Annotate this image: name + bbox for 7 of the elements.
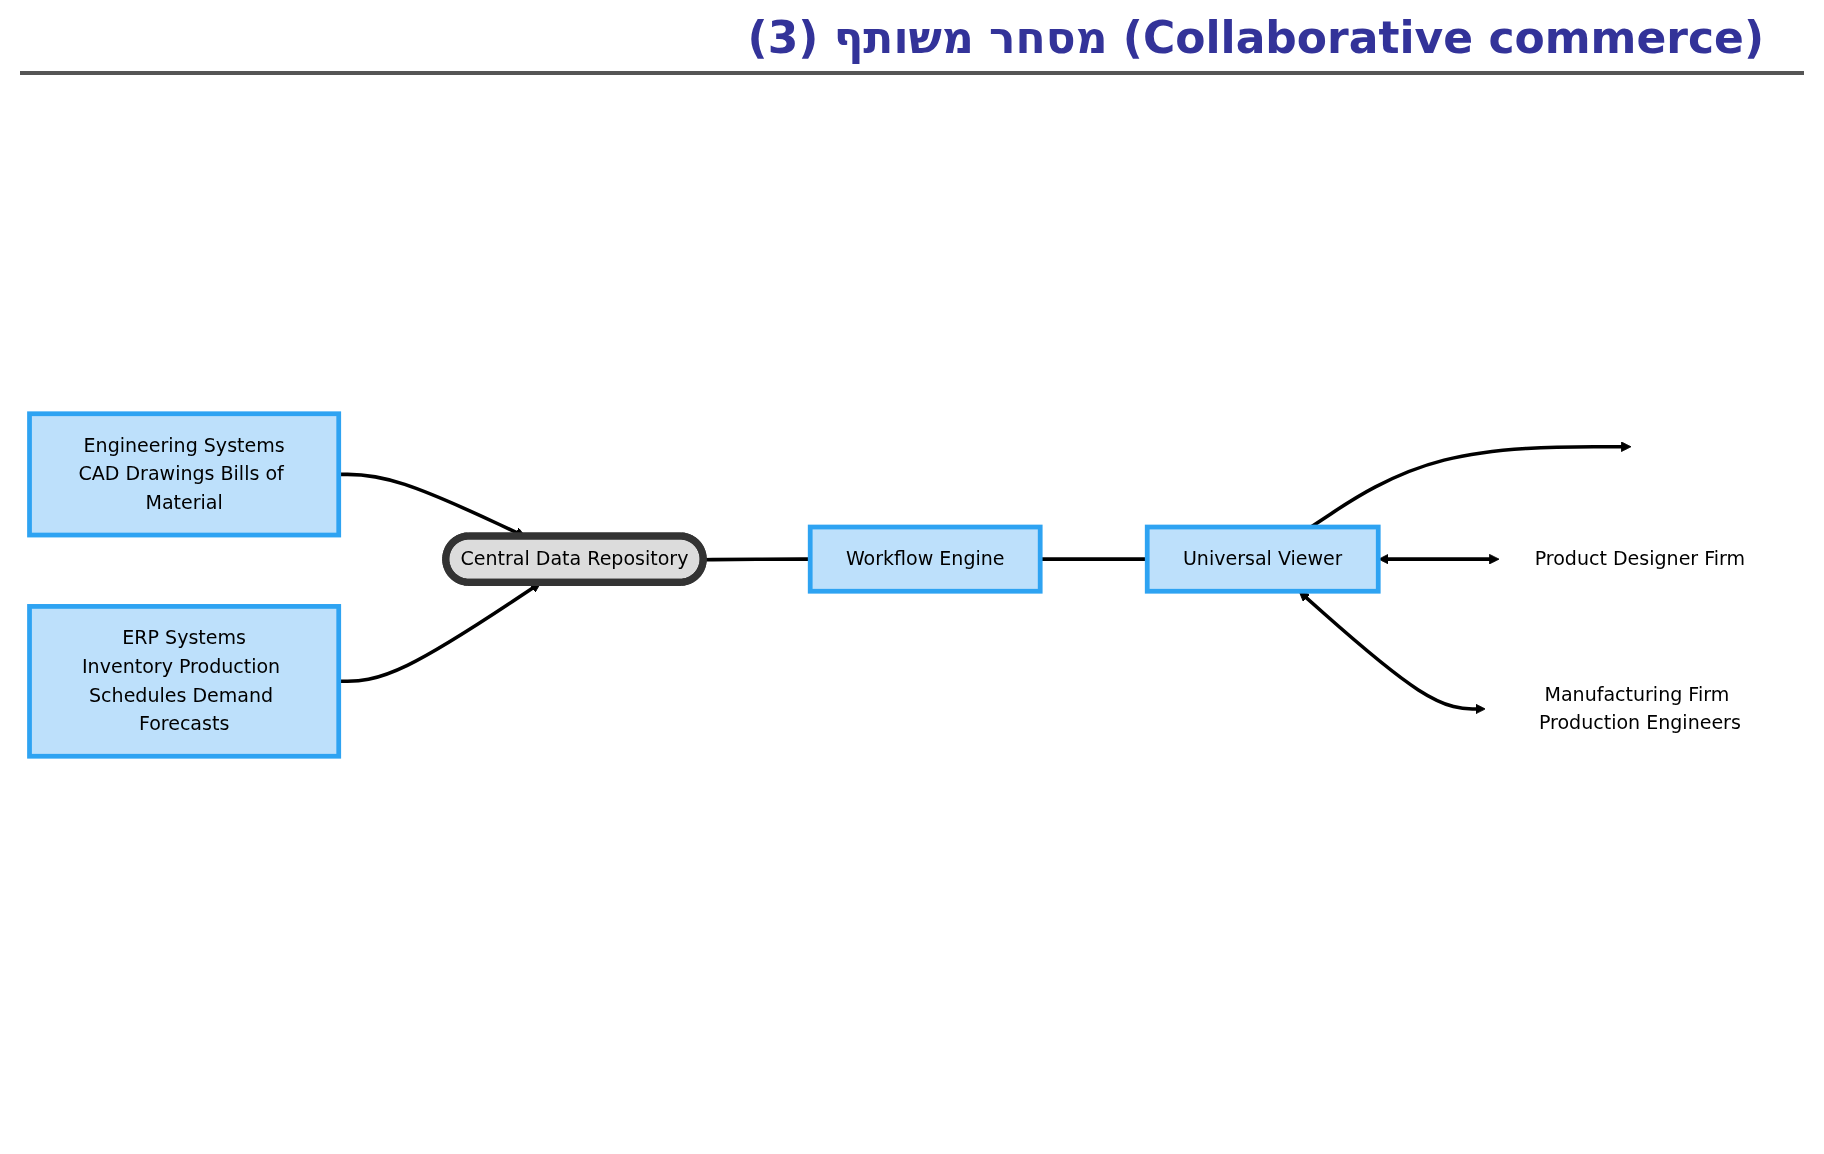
- slide-title: מסחר משותף (3) (Collaborative commerce): [20, 0, 1804, 75]
- node-text: Product Designer Firm: [1534, 547, 1746, 570]
- node-box: Universal Viewer: [1144, 524, 1381, 594]
- node-box: Engineering Systems CAD Drawings Bills of Material: [27, 411, 342, 538]
- node-box: Workflow Engine: [807, 524, 1043, 594]
- node-text: Manufacturing Firm Production Engineers: [1538, 682, 1741, 734]
- node-box: ERP Systems Inventory Production Schedules Demand Forecasts: [27, 604, 342, 759]
